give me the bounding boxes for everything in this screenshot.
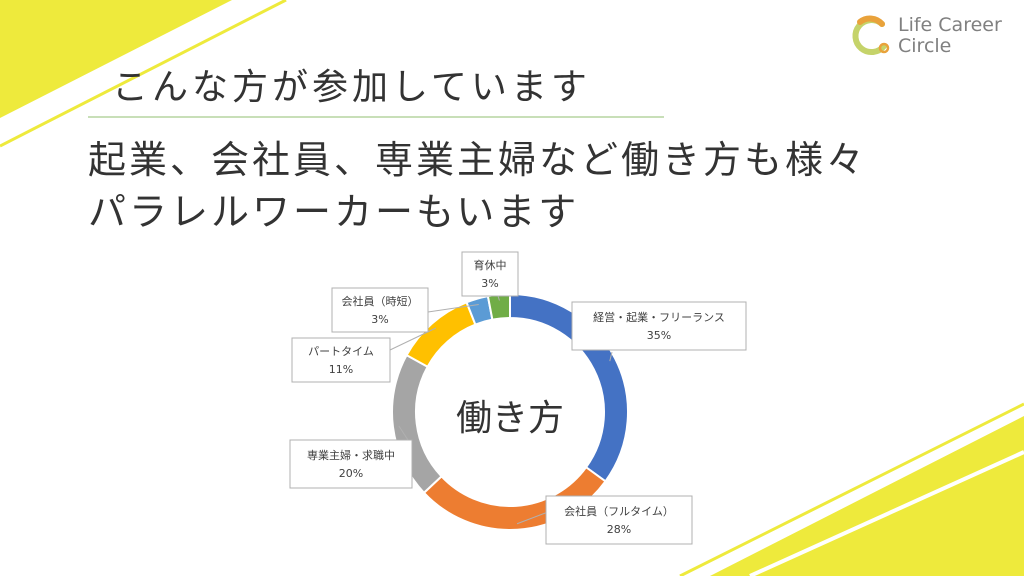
heading-underline: [88, 116, 664, 118]
slice-leader-line: [497, 295, 500, 301]
slice-label: 経営・起業・フリーランス 35%: [571, 301, 747, 351]
chart-center-label: 働き方: [456, 398, 564, 439]
slice-category-label: パートタイム: [308, 345, 374, 358]
slice-leader-line: [427, 303, 479, 313]
brand-line-1: Life Career: [898, 14, 1002, 36]
body-line-2: パラレルワーカーもいます: [88, 190, 580, 234]
slice-label-box: [545, 495, 693, 545]
slice-value-label: 3%: [371, 313, 388, 326]
slice-label-box: [331, 287, 429, 333]
slice-value-label: 3%: [481, 277, 498, 290]
slice-value-label: 28%: [607, 523, 631, 536]
slice-label: パートタイム 11%: [291, 337, 391, 383]
slice-category-label: 会社員（フルタイム）: [564, 504, 674, 518]
body-line-1: 起業、会社員、専業主婦など働き方も様々: [88, 138, 868, 182]
slice-value-label: 11%: [329, 363, 353, 376]
slice-category-label: 育休中: [474, 258, 507, 272]
slice-leader-line: [609, 351, 613, 362]
slice-category-label: 専業主婦・求職中: [307, 448, 395, 462]
circle-logo-icon: [852, 15, 890, 56]
brand-logo: Life Career Circle: [846, 12, 1016, 62]
slice-label: 専業主婦・求職中 20%: [289, 439, 413, 489]
slice-label: 育休中 3%: [461, 251, 519, 297]
slice-value-label: 20%: [339, 467, 363, 480]
slice-leader-line: [398, 425, 409, 441]
slice-label: 会社員（フルタイム） 28%: [545, 495, 693, 545]
slice-label-box: [571, 301, 747, 351]
slice-category-label: 経営・起業・フリーランス: [593, 310, 725, 324]
page-heading: こんな方が参加しています: [112, 67, 591, 108]
slice-label-box: [461, 251, 519, 297]
slice-label: 会社員（時短） 3%: [331, 287, 429, 333]
slice-category-label: 会社員（時短）: [342, 294, 419, 308]
brand-name: Life Career Circle: [898, 15, 1002, 57]
slice-label-box: [291, 337, 391, 383]
brand-line-2: Circle: [898, 35, 952, 57]
body-text: 起業、会社員、専業主婦など働き方も様々 パラレルワーカーもいます: [88, 134, 867, 238]
chart-labels: 経営・起業・フリーランス 35% 会社員（フルタイム） 28% 専業主婦・求職中 20% パ…: [289, 251, 747, 545]
slice-value-label: 35%: [647, 329, 671, 342]
slice-label-box: [289, 439, 413, 489]
